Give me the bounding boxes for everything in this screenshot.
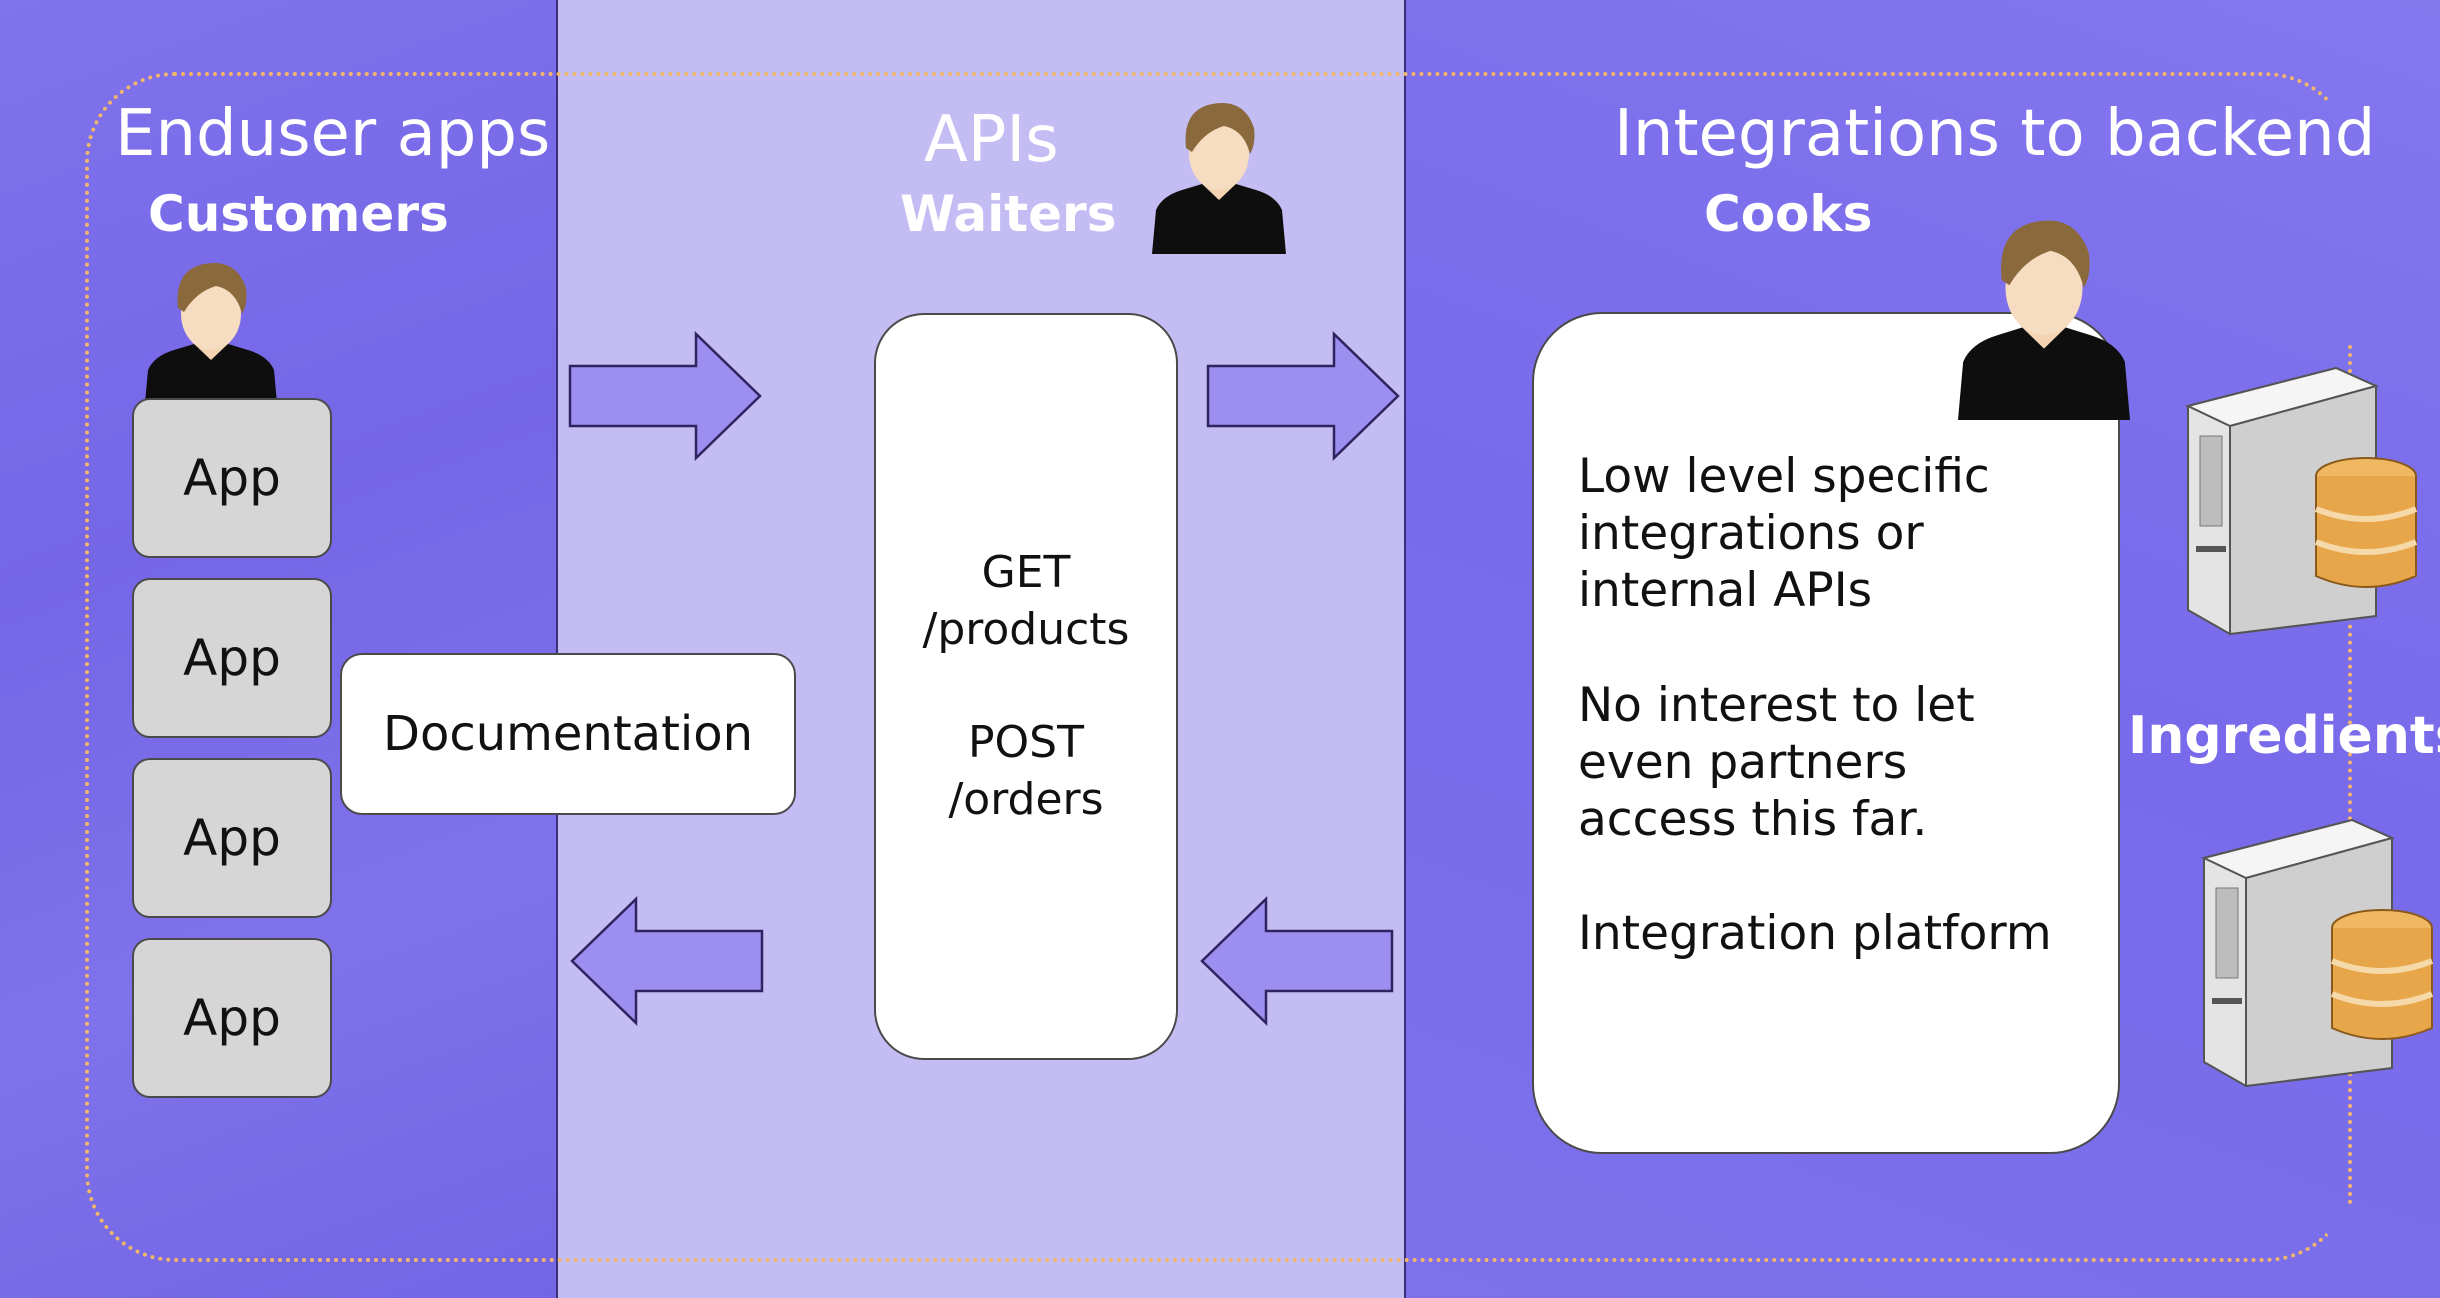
ingredients-label: Ingredients [2128, 706, 2440, 766]
app-box: App [132, 398, 332, 558]
get-path: /products [922, 604, 1130, 655]
cooks-label: Cooks [1704, 185, 1873, 243]
customer-person-icon [144, 263, 278, 414]
cook-person-icon [1958, 220, 2130, 420]
no-partner-access-note: No interest to let even partners access … [1578, 678, 1975, 847]
request-arrow-right [568, 331, 762, 461]
integration-platform-box [1532, 312, 2120, 1154]
server-database-icon [2185, 366, 2418, 636]
server-database-icon [2201, 818, 2434, 1088]
get-method: GET [981, 547, 1071, 598]
enduser-apps-heading: Enduser apps [115, 97, 551, 171]
system-boundary-right-edge [2348, 345, 2352, 1205]
customers-label: Customers [148, 185, 449, 243]
backend-heading: Integrations to backend [1614, 97, 2376, 171]
forward-arrow-right [1206, 331, 1400, 461]
post-method: POST [968, 717, 1084, 768]
api-endpoints-box [874, 313, 1178, 1060]
app-box: App [132, 938, 332, 1098]
waiter-person-icon [1152, 103, 1286, 254]
system-boundary-outline [85, 72, 2355, 1262]
app-box: App [132, 578, 332, 738]
post-path: /orders [948, 774, 1104, 825]
low-level-integrations-note: Low level specific integrations or inter… [1578, 449, 1990, 618]
response-arrow-left [570, 896, 764, 1026]
integration-platform-label: Integration platform [1578, 906, 2052, 961]
app-box: App [132, 758, 332, 918]
waiters-label: Waiters [900, 185, 1117, 243]
return-arrow-left [1200, 896, 1394, 1026]
apis-heading: APIs [924, 103, 1059, 177]
documentation-box: Documentation [340, 653, 796, 815]
